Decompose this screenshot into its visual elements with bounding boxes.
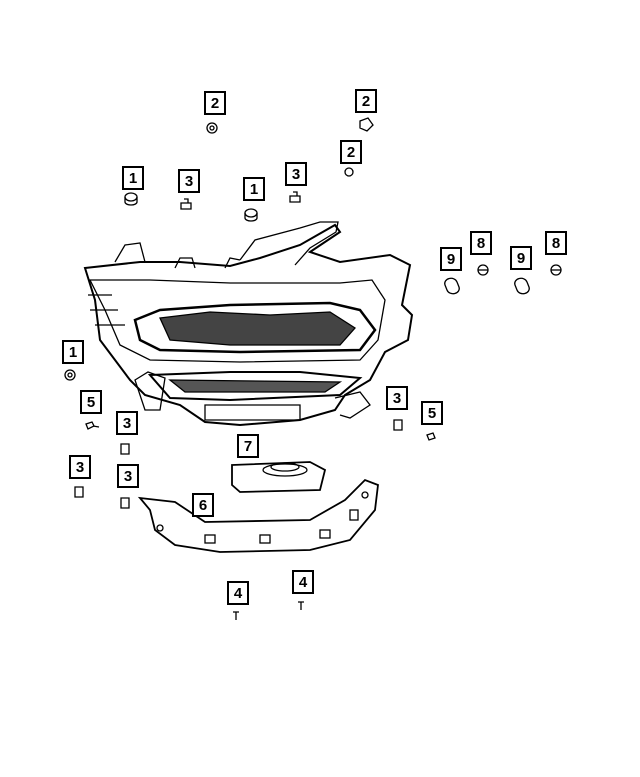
callout-9[interactable]: 9 — [510, 246, 532, 270]
callout-3[interactable]: 3 — [386, 386, 408, 410]
mounting-bracket — [137, 478, 379, 553]
callout-5[interactable]: 5 — [421, 401, 443, 425]
callout-6[interactable]: 6 — [192, 493, 214, 517]
callout-4[interactable]: 4 — [292, 570, 314, 594]
callout-1[interactable]: 1 — [122, 166, 144, 190]
callout-3[interactable]: 3 — [116, 411, 138, 435]
callout-9[interactable]: 9 — [440, 247, 462, 271]
callout-4[interactable]: 4 — [227, 581, 249, 605]
callout-2[interactable]: 2 — [340, 140, 362, 164]
callout-3[interactable]: 3 — [117, 464, 139, 488]
callout-2[interactable]: 2 — [355, 89, 377, 113]
small-parts — [64, 117, 562, 620]
callout-3[interactable]: 3 — [285, 162, 307, 186]
callout-3[interactable]: 3 — [178, 169, 200, 193]
callout-1[interactable]: 1 — [62, 340, 84, 364]
callout-7[interactable]: 7 — [237, 434, 259, 458]
callout-8[interactable]: 8 — [470, 231, 492, 255]
callout-5[interactable]: 5 — [80, 390, 102, 414]
callout-2[interactable]: 2 — [204, 91, 226, 115]
headlamp-assembly — [83, 221, 414, 427]
callout-1[interactable]: 1 — [243, 177, 265, 201]
lamp-module — [231, 461, 327, 493]
callout-3[interactable]: 3 — [69, 455, 91, 479]
callout-8[interactable]: 8 — [545, 231, 567, 255]
